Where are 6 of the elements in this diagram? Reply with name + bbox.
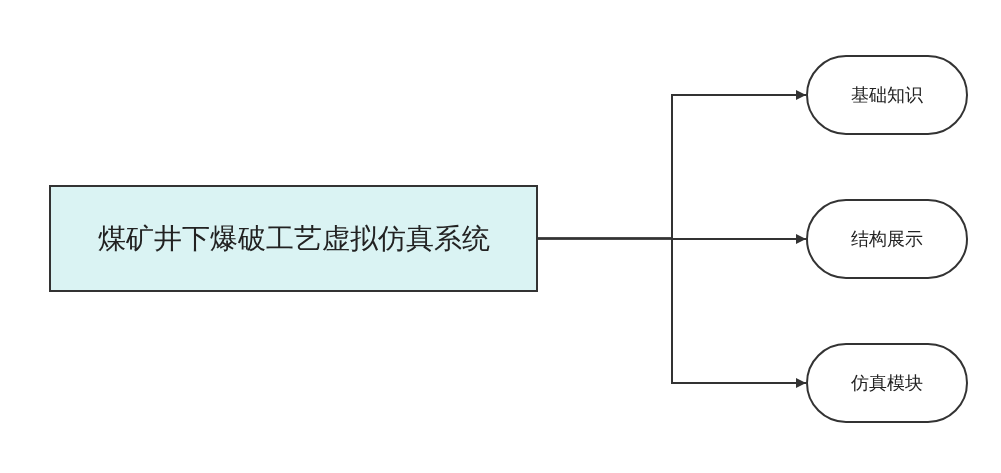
- main-box: [49, 185, 538, 292]
- node-label: 结构展示: [851, 227, 923, 251]
- node-label: 仿真模块: [851, 371, 923, 395]
- node-label: 煤矿井下爆破工艺虚拟仿真系统: [97, 220, 490, 257]
- arrow: [537, 237, 807, 388]
- node-label: 基础知识: [851, 83, 923, 107]
